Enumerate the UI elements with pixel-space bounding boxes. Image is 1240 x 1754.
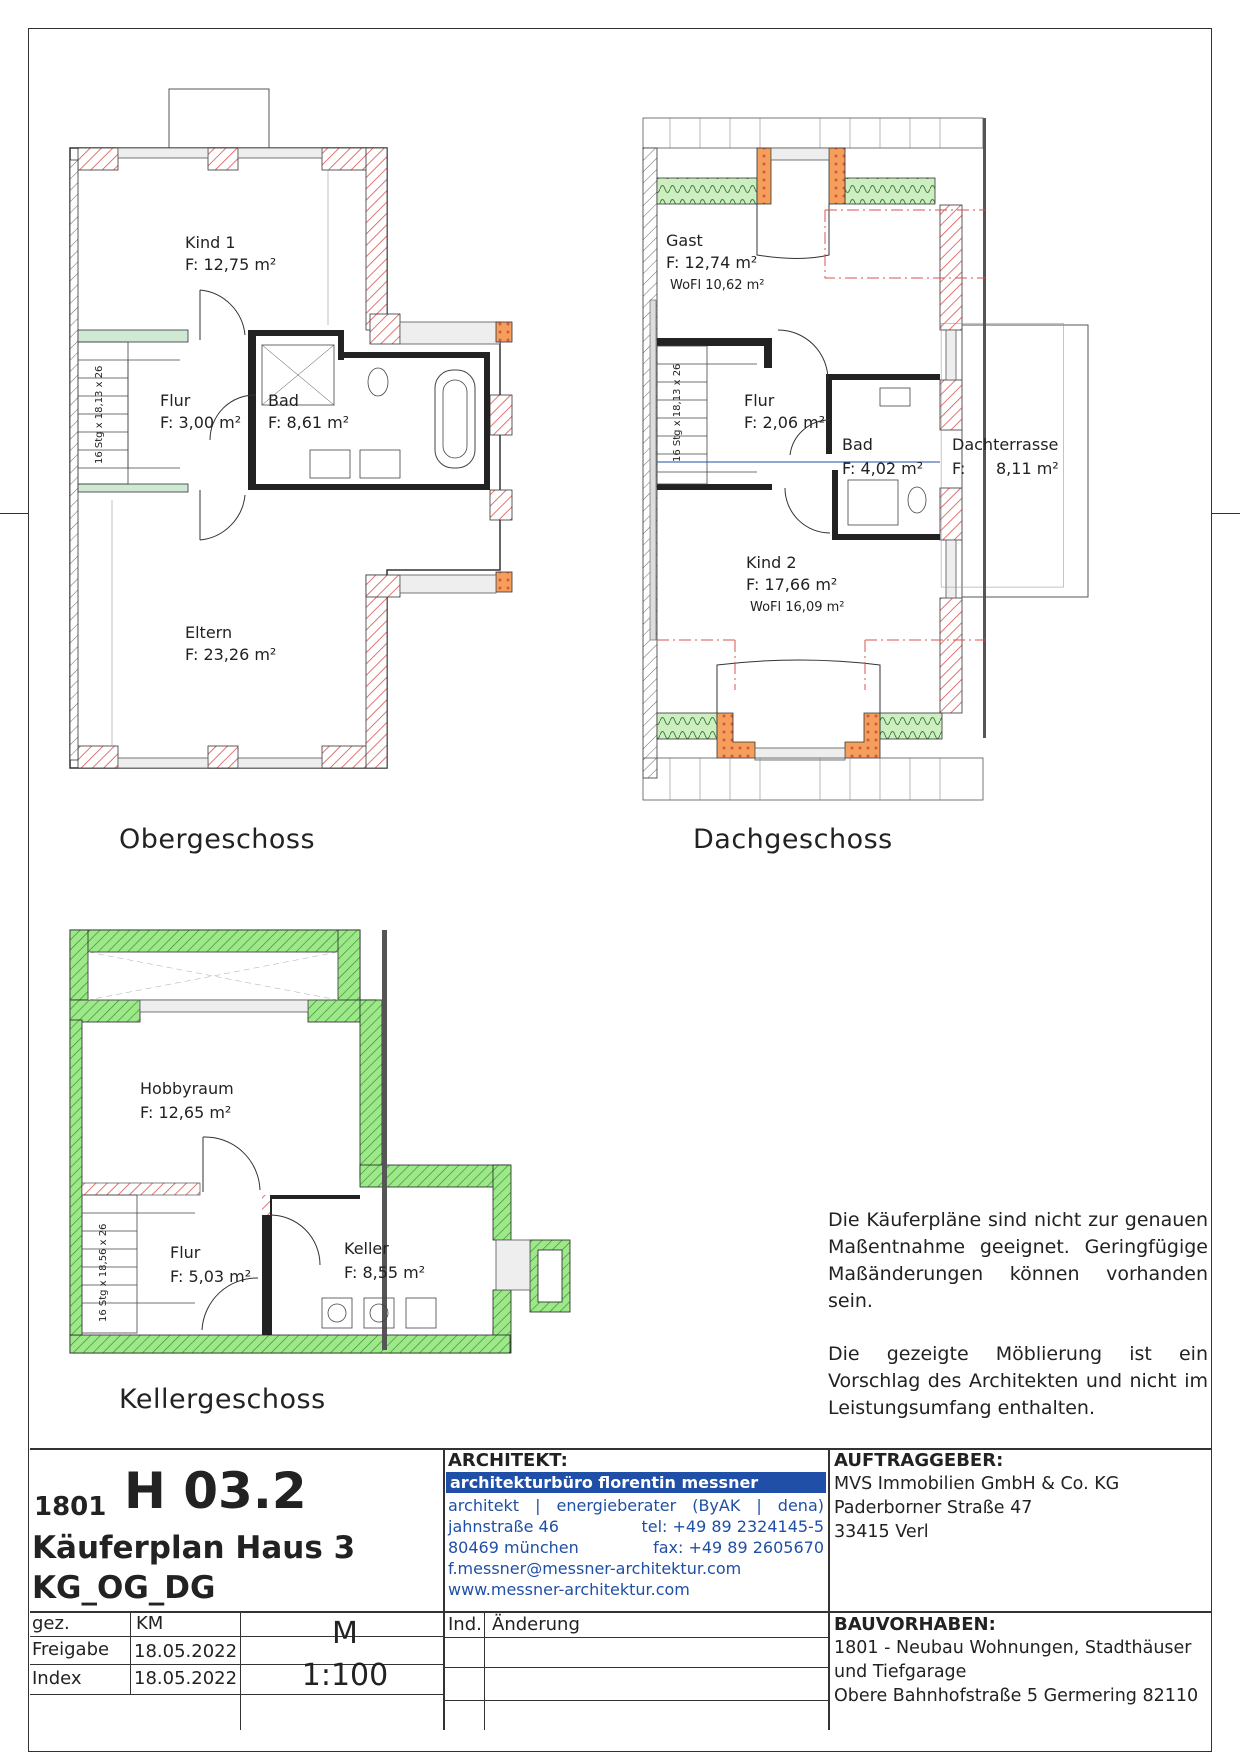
plan-subtitle: KG_OG_DG <box>32 1570 216 1606</box>
dg-room-terrasse-name: Dachterrasse <box>952 435 1058 454</box>
architect-tel: tel: +49 89 2324145-5 <box>641 1517 824 1536</box>
title-dachgeschoss: Dachgeschoss <box>693 824 893 855</box>
architect-role: architekt | energieberater (ByAK | dena) <box>448 1496 824 1515</box>
note-furniture: Die gezeigte Möblierung ist ein Vorschla… <box>828 1343 1208 1419</box>
scale-value: 1:100 <box>301 1658 389 1693</box>
og-room-bad-name: Bad <box>268 391 299 410</box>
drawn-label: gez. <box>32 1613 70 1634</box>
dg-room-bad-name: Bad <box>842 435 873 454</box>
fold-mark-right <box>1212 513 1240 514</box>
dg-room-gast-name: Gast <box>666 231 703 250</box>
client-name: MVS Immobilien GmbH & Co. KG <box>834 1474 1120 1494</box>
client-street: Paderborner Straße 47 <box>834 1498 1033 1518</box>
dg-room-flur-area: F: 2,06 m² <box>744 413 825 432</box>
client-city: 33415 Verl <box>834 1522 929 1542</box>
change-column: Änderung <box>492 1614 580 1635</box>
floor-plans: Kind 1 F: 12,75 m² Flur F: 3,00 m² Bad F… <box>69 88 1089 1354</box>
project-line1: 1801 - Neubau Wohnungen, Stadthäuser <box>834 1638 1192 1658</box>
architect-street: jahnstraße 46 <box>448 1517 559 1536</box>
kg-room-flur-area: F: 5,03 m² <box>170 1267 251 1286</box>
dg-room-flur-name: Flur <box>744 391 775 410</box>
title-block: 1801 H 03.2 Käuferplan Haus 3 KG_OG_DG g… <box>30 1448 1212 1730</box>
drawn-value: KM <box>136 1613 164 1634</box>
client-header: AUFTRAGGEBER: <box>834 1450 1004 1471</box>
og-room-kind1-area: F: 12,75 m² <box>185 255 276 274</box>
architect-firm: architekturbüro florentin messner <box>446 1472 826 1493</box>
fold-mark-left <box>0 513 28 514</box>
project-number: 1801 <box>34 1492 107 1522</box>
plan-obergeschoss: Kind 1 F: 12,75 m² Flur F: 3,00 m² Bad F… <box>69 88 513 769</box>
og-room-kind1-name: Kind 1 <box>185 233 236 252</box>
plan-kellergeschoss: Hobbyraum F: 12,65 m² Flur F: 5,03 m² Ke… <box>69 929 571 1354</box>
og-room-flur-name: Flur <box>160 391 191 410</box>
kg-stair-label: 16 Stg x 18,56 x 26 <box>98 1224 109 1322</box>
og-room-eltern-name: Eltern <box>185 623 232 642</box>
dg-room-terrasse-area: F: <box>952 459 965 478</box>
dg-room-kind2-wofl: WoFl 16,09 m² <box>750 600 845 615</box>
scale-label: M <box>332 1616 358 1651</box>
dg-room-kind2-area: F: 17,66 m² <box>746 575 837 594</box>
release-label: Freigabe <box>32 1639 110 1660</box>
plan-dachgeschoss: Gast F: 12,74 m² WoFl 10,62 m² Flur F: 2… <box>642 117 1089 801</box>
kg-room-hobby-area: F: 12,65 m² <box>140 1103 231 1122</box>
dg-room-terrasse-area2: 8,11 m² <box>996 459 1059 478</box>
architect-header: ARCHITEKT: <box>448 1450 568 1471</box>
index-column: Ind. <box>448 1614 482 1635</box>
dg-room-gast-wofl: WoFl 10,62 m² <box>670 278 765 293</box>
sheet-border <box>28 28 1212 1752</box>
architect-email[interactable]: f.messner@messner-architektur.com <box>448 1559 742 1578</box>
index-label: Index <box>32 1668 82 1689</box>
project-line3: Obere Bahnhofstraße 5 Germering 82110 <box>834 1686 1199 1706</box>
kg-room-hobby-name: Hobbyraum <box>140 1079 234 1098</box>
release-date: 18.05.2022 <box>134 1641 238 1662</box>
dg-room-bad-area: F: 4,02 m² <box>842 459 923 478</box>
dg-room-gast-area: F: 12,74 m² <box>666 253 757 272</box>
og-room-flur-area: F: 3,00 m² <box>160 413 241 432</box>
kg-room-keller-area: F: 8,55 m² <box>344 1263 425 1282</box>
notes: Die Käuferpläne sind nicht zur genauen M… <box>828 1207 1208 1448</box>
note-measurements: Die Käuferpläne sind nicht zur genauen M… <box>828 1209 1208 1312</box>
og-room-bad-area: F: 8,61 m² <box>268 413 349 432</box>
plan-code: H 03.2 <box>124 1462 307 1520</box>
title-obergeschoss: Obergeschoss <box>119 824 316 855</box>
architect-web[interactable]: www.messner-architektur.com <box>448 1580 690 1599</box>
og-room-eltern-area: F: 23,26 m² <box>185 645 276 664</box>
kg-room-keller-name: Keller <box>344 1239 389 1258</box>
architect-city: 80469 münchen <box>448 1538 579 1557</box>
project-line2: und Tiefgarage <box>834 1662 967 1682</box>
index-date: 18.05.2022 <box>134 1668 238 1689</box>
og-stair-label: 16 Stg x 18,13 x 26 <box>94 366 105 464</box>
kg-room-flur-name: Flur <box>170 1243 201 1262</box>
title-kellergeschoss: Kellergeschoss <box>119 1384 326 1415</box>
dg-stair-label: 16 Stg x 18,13 x 26 <box>672 364 683 462</box>
architect-fax: fax: +49 89 2605670 <box>653 1538 824 1557</box>
plan-title: Käuferplan Haus 3 <box>32 1530 356 1566</box>
project-header: BAUVORHABEN: <box>834 1614 996 1635</box>
dg-room-kind2-name: Kind 2 <box>746 553 797 572</box>
